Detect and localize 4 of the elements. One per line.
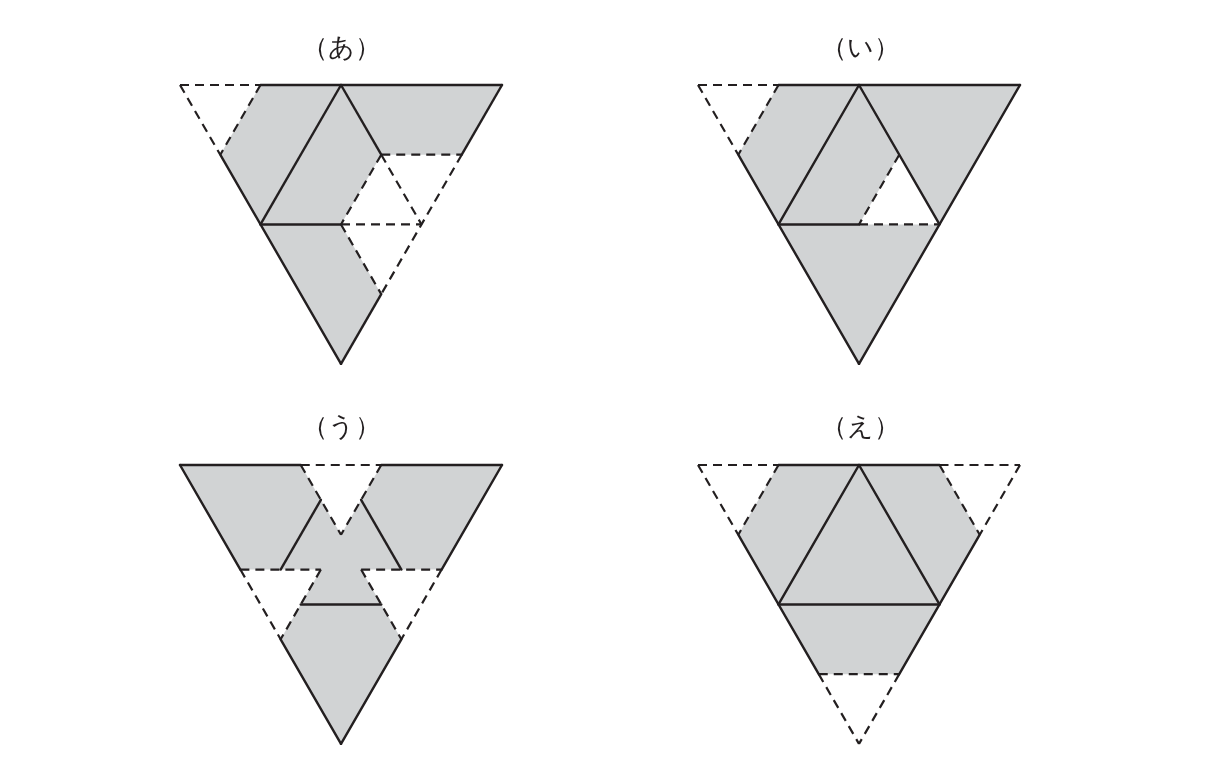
figure-label: （い） xyxy=(820,34,900,60)
figure-label: （あ） xyxy=(301,34,381,60)
figure-label: （え） xyxy=(820,413,900,439)
figure-label: （う） xyxy=(301,413,381,439)
